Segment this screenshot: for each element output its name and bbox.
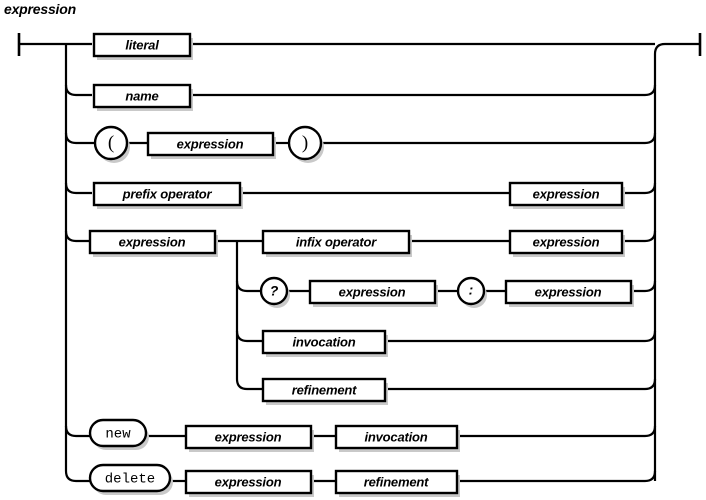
nonterminal-label-infix-operator: infix operator xyxy=(296,234,377,249)
terminal-circle-lparen[interactable] xyxy=(93,125,129,161)
nonterminal-label-paren-expression: expression xyxy=(177,136,244,151)
rail-paren-in xyxy=(64,132,94,145)
terminal-circle-rparen[interactable] xyxy=(287,125,323,161)
nonterminal-box-prefix-expression[interactable] xyxy=(508,181,624,207)
nonterminal-label-name: name xyxy=(125,88,158,103)
nonterminal-box-ternary-else[interactable] xyxy=(504,279,633,305)
terminal-stadium-new[interactable] xyxy=(88,418,148,448)
rail-subinvocation-in xyxy=(235,330,263,343)
terminal-label-rparen: ) xyxy=(302,132,308,153)
rail-prefix-in xyxy=(64,182,92,195)
subrow-infix-operator: infix operator expression xyxy=(237,229,657,257)
nonterminal-label-sub-invocation: invocation xyxy=(292,334,355,349)
terminal-circle-colon[interactable] xyxy=(456,276,486,306)
row-literal: literal xyxy=(17,32,655,60)
nonterminal-label-new-invocation: invocation xyxy=(364,429,427,444)
nonterminal-box-sub-invocation[interactable] xyxy=(261,329,387,355)
nonterminal-label-suffix-expression: expression xyxy=(119,234,186,249)
terminal-label-delete: delete xyxy=(105,472,155,488)
nonterminal-label-prefix-expression: expression xyxy=(533,186,600,201)
terminal-label-question: ? xyxy=(270,283,279,299)
nonterminal-label-new-expression: expression xyxy=(215,429,282,444)
row-prefix-operator: prefix operator expression xyxy=(64,181,657,209)
rail-subrefinement-out xyxy=(387,378,657,391)
nonterminal-box-new-expression[interactable] xyxy=(184,424,313,450)
nonterminal-box-name[interactable] xyxy=(92,83,192,109)
nonterminal-box-ternary-then[interactable] xyxy=(308,279,437,305)
subrow-ternary: ? expression : expression xyxy=(235,276,657,308)
nonterminal-label-delete-refinement: refinement xyxy=(364,474,429,489)
row-new: new expression invocation xyxy=(64,418,657,452)
rail-delete-out xyxy=(457,470,657,483)
rail-ternary-out xyxy=(630,280,657,293)
row-expression-suffix: expression xyxy=(64,229,263,391)
terminal-circle-question[interactable] xyxy=(259,276,289,306)
nonterminal-box-infix-expression[interactable] xyxy=(508,229,624,255)
nonterminal-box-delete-expression[interactable] xyxy=(184,469,313,495)
nonterminal-box-infix-operator[interactable] xyxy=(261,229,411,255)
nonterminal-box-prefix-operator[interactable] xyxy=(92,181,242,207)
rail-subinvocation-out xyxy=(387,330,657,343)
nonterminal-box-literal[interactable] xyxy=(92,32,192,58)
nonterminal-box-paren-expression[interactable] xyxy=(146,131,275,157)
nonterminal-label-sub-refinement: refinement xyxy=(292,382,357,397)
left-main-rail xyxy=(64,44,90,483)
subrow-refinement: refinement xyxy=(261,377,657,405)
terminal-label-new: new xyxy=(105,427,131,443)
row-delete: delete expression refinement xyxy=(88,463,657,497)
sub-branch-rail xyxy=(235,241,263,391)
terminal-label-lparen: ( xyxy=(108,132,114,153)
nonterminal-label-prefix-operator: prefix operator xyxy=(122,186,213,201)
rail-prefix-out xyxy=(622,182,657,195)
rail-infix-out xyxy=(622,230,657,243)
nonterminal-box-new-invocation[interactable] xyxy=(334,424,459,450)
rail-name-out xyxy=(190,84,657,97)
rail-exprsuffix-in xyxy=(64,230,90,243)
row-name: name xyxy=(64,83,657,111)
nonterminal-label-infix-expression: expression xyxy=(533,234,600,249)
nonterminal-label-delete-expression: expression xyxy=(215,474,282,489)
rail-ternary-in xyxy=(235,280,260,293)
rail-paren-out xyxy=(322,132,657,145)
rail-name-in xyxy=(64,84,92,97)
nonterminal-box-delete-refinement[interactable] xyxy=(334,469,459,495)
nonterminal-label-ternary-then: expression xyxy=(339,284,406,299)
nonterminal-box-sub-refinement[interactable] xyxy=(261,377,387,403)
subrow-invocation: invocation xyxy=(235,329,657,357)
right-main-rail xyxy=(653,42,700,481)
terminal-label-colon: : xyxy=(469,282,474,298)
nonterminal-box-suffix-expression[interactable] xyxy=(88,229,217,255)
terminal-stadium-delete[interactable] xyxy=(88,463,172,493)
page-title: expression xyxy=(4,1,76,17)
rail-new-in xyxy=(64,425,90,438)
row-paren-expression: ( expression ) xyxy=(64,125,657,163)
nonterminal-label-ternary-else: expression xyxy=(535,284,602,299)
nonterminal-label-literal: literal xyxy=(125,37,159,52)
rail-new-out xyxy=(457,425,657,438)
